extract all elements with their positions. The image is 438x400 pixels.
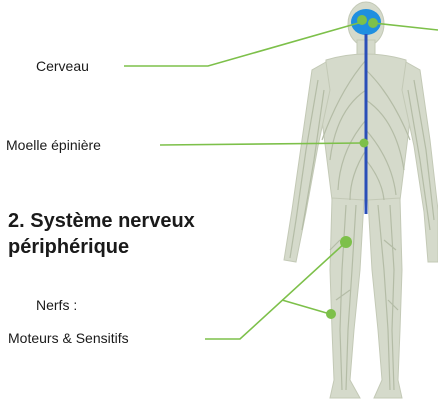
spinal-cord-label: Moelle épinière	[6, 137, 101, 153]
section-2-heading: 2. Système nerveux périphérique	[8, 208, 195, 260]
nerve-dot-knee	[326, 309, 336, 319]
spinal-cord-dot	[360, 139, 369, 148]
nerves-leader-line	[205, 242, 346, 339]
section-2-heading-line2: périphérique	[8, 234, 195, 260]
nerves-leader-line-2	[282, 300, 330, 314]
nerve-dot-thigh	[340, 236, 352, 248]
section-2-heading-line1: 2. Système nerveux	[8, 208, 195, 234]
brain-shape	[351, 9, 381, 35]
brain-label: Cerveau	[36, 58, 89, 74]
nerves-title-label: Nerfs :	[36, 297, 77, 313]
nerves-types-label: Moteurs & Sensitifs	[8, 330, 129, 346]
